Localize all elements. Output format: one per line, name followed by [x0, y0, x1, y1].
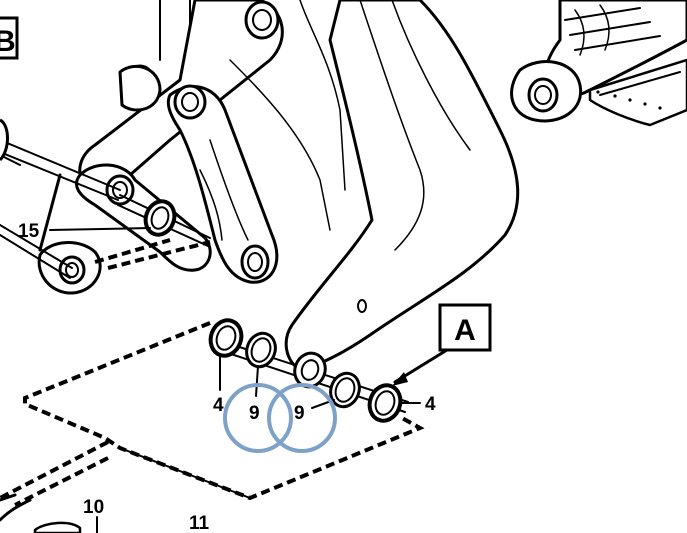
label-10: 10: [83, 497, 104, 518]
dashed-subassembly-outlines: [0, 238, 425, 507]
seal-15: [143, 199, 177, 237]
label-4-right: 4: [425, 394, 436, 415]
part-labels: 15 4 9 9 4 10 11: [18, 221, 436, 533]
washer-9-right: [329, 371, 361, 409]
washer-9-left: [245, 331, 277, 369]
seal-4-left: [208, 318, 244, 358]
label-15: 15: [18, 221, 40, 242]
callout-box-b: B: [0, 16, 19, 60]
label-9-left: 9: [249, 403, 260, 424]
callout-b-label: B: [0, 25, 16, 58]
label-9-right: 9: [294, 403, 305, 424]
highlight-circle-left: [223, 383, 293, 453]
label-4-left: 4: [213, 395, 224, 416]
label-11: 11: [189, 513, 210, 533]
highlight-circle-right: [267, 383, 337, 453]
callout-box-a: A: [438, 303, 492, 352]
callout-a-label: A: [454, 314, 476, 347]
seal-4-right: [367, 383, 403, 423]
